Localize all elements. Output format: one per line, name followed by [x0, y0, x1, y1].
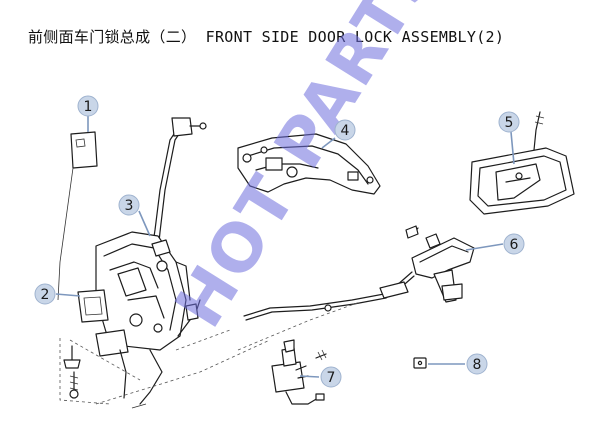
part-1-pad — [57, 131, 98, 301]
diagram-title: 前侧面车门锁总成（二） FRONT SIDE DOOR LOCK ASSEMBL… — [28, 28, 505, 46]
svg-text:5: 5 — [505, 115, 514, 131]
svg-text:7: 7 — [327, 370, 336, 386]
callout-3: 3 — [118, 194, 140, 216]
callout-5: 5 — [498, 111, 520, 133]
callout-1: 1 — [77, 95, 99, 117]
svg-text:2: 2 — [41, 287, 50, 303]
watermark-text: HOT PARTS — [160, 0, 454, 340]
svg-text:4: 4 — [341, 123, 350, 139]
svg-text:8: 8 — [473, 357, 482, 373]
svg-text:6: 6 — [510, 237, 519, 253]
callout-leaders — [55, 116, 515, 378]
part-8-clip — [413, 357, 427, 369]
callout-4: 4 — [334, 119, 356, 141]
part-3-lock-body — [59, 117, 271, 409]
svg-text:3: 3 — [125, 198, 134, 214]
callout-7: 7 — [320, 366, 342, 388]
callout-6: 6 — [503, 233, 525, 255]
screw-set — [63, 345, 81, 399]
callout-2: 2 — [34, 283, 56, 305]
part-6-remote-lever — [237, 225, 475, 351]
part-5-inside-handle — [469, 111, 575, 215]
part-4-handle-bracket — [237, 133, 381, 195]
svg-text:1: 1 — [84, 99, 93, 115]
callout-8: 8 — [466, 353, 488, 375]
part-7-actuator — [271, 339, 327, 405]
